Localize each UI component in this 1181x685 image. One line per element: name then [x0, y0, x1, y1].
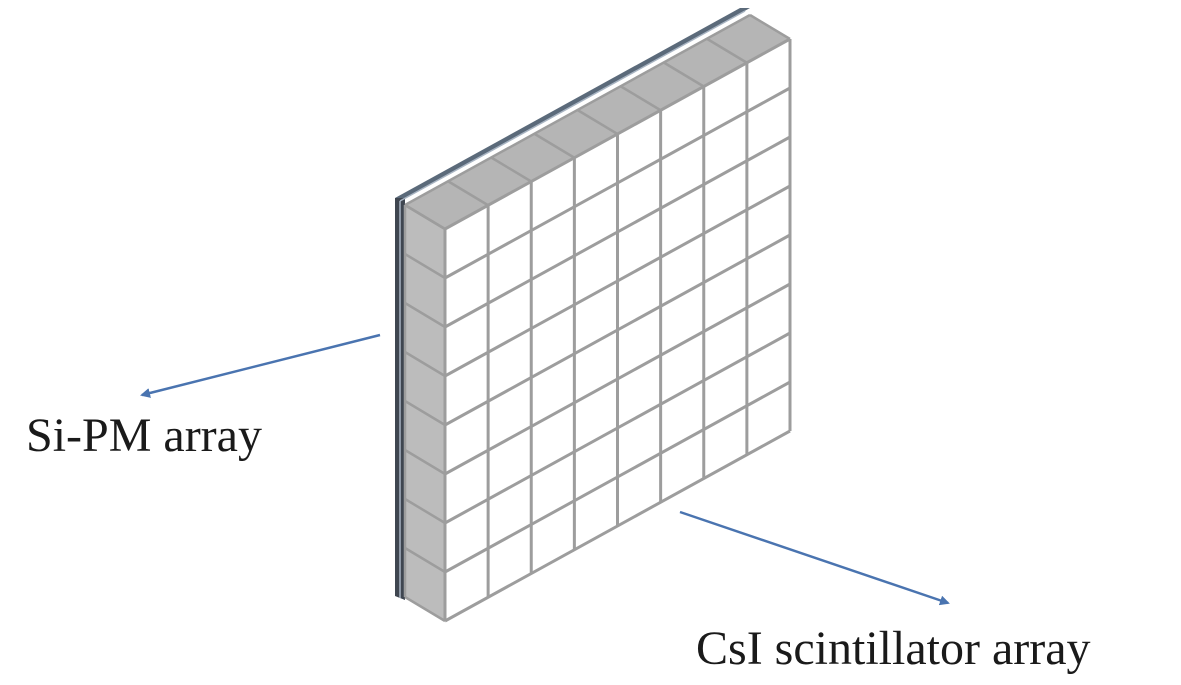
crystal-side-divider — [404, 301, 446, 329]
crystal-side-divider — [404, 252, 446, 280]
crystal-row-line — [444, 135, 791, 329]
sipm-arrow — [140, 333, 381, 398]
crystal-top-divider — [663, 61, 705, 88]
crystal-top-divider — [749, 13, 791, 41]
sipm-array-layer — [395, 8, 750, 600]
crystal-row-line — [444, 233, 791, 427]
crystal-top-back-edge — [404, 13, 751, 207]
crystal-side-divider — [404, 399, 446, 427]
crystal-row-line — [444, 331, 791, 525]
csi-arrow — [679, 510, 950, 606]
crystal-side-divider — [404, 497, 446, 525]
crystal-top-divider — [533, 132, 576, 159]
crystal-top-divider — [619, 85, 662, 112]
csi-scintillator-array-label: CsI scintillator array — [696, 622, 1091, 675]
crystal-side-divider — [404, 448, 446, 476]
csi-crystal-block — [403, 13, 792, 623]
crystal-side-divider — [404, 595, 446, 623]
crystal-top-divider — [706, 37, 748, 64]
crystal-side-divider — [404, 203, 446, 231]
crystal-row-line — [444, 380, 791, 574]
crystal-top-divider — [576, 108, 619, 136]
crystal-top-divider — [490, 156, 532, 183]
crystal-side-divider — [404, 350, 446, 378]
sipm-array-label: Si-PM array — [26, 409, 262, 462]
crystal-side-divider — [404, 546, 446, 574]
crystal-row-line — [444, 86, 791, 280]
crystal-top-divider — [447, 180, 489, 207]
crystal-row-line — [444, 184, 791, 378]
crystal-row-line — [444, 282, 791, 476]
crystal-row-line — [444, 429, 791, 623]
